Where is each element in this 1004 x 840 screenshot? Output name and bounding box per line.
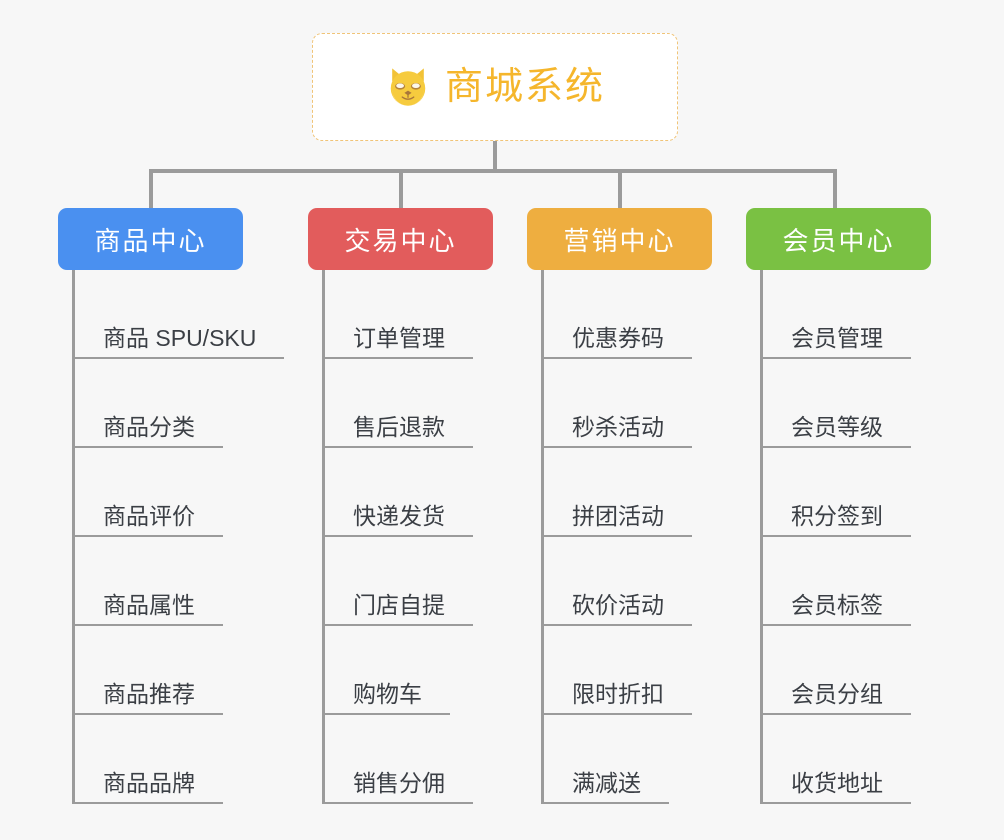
list-item[interactable]: 会员分组 xyxy=(763,626,931,715)
leaf-list-trade-center: 订单管理 售后退款 快递发货 门店自提 购物车 销售分佣 xyxy=(322,270,493,804)
leaf-label: 优惠券码 xyxy=(544,325,692,359)
leaf-label: 会员管理 xyxy=(763,325,911,359)
category-label-marketing-center: 营销中心 xyxy=(563,225,676,256)
list-item[interactable]: 快递发货 xyxy=(325,448,493,537)
leaf-label: 限时折扣 xyxy=(544,681,692,715)
list-item[interactable]: 订单管理 xyxy=(325,270,493,359)
leaf-label: 售后退款 xyxy=(325,414,473,448)
list-item[interactable]: 满减送 xyxy=(544,715,712,804)
leaf-label: 订单管理 xyxy=(325,325,473,359)
connector-root-stub xyxy=(493,141,497,171)
leaf-label: 砍价活动 xyxy=(544,592,692,626)
leaf-label: 商品推荐 xyxy=(75,681,223,715)
leaf-list-marketing-center: 优惠券码 秒杀活动 拼团活动 砍价活动 限时折扣 满减送 xyxy=(541,270,712,804)
leaf-label: 收货地址 xyxy=(763,770,911,804)
list-item[interactable]: 拼团活动 xyxy=(544,448,712,537)
category-label-trade-center: 交易中心 xyxy=(344,225,457,256)
list-item[interactable]: 门店自提 xyxy=(325,537,493,626)
leaf-label: 会员等级 xyxy=(763,414,911,448)
list-item[interactable]: 购物车 xyxy=(325,626,493,715)
leaf-label: 商品品牌 xyxy=(75,770,223,804)
root-node[interactable]: 商城系统 xyxy=(312,33,678,141)
leaf-label: 购物车 xyxy=(325,681,450,715)
list-item[interactable]: 商品评价 xyxy=(75,448,243,537)
leaf-label: 会员分组 xyxy=(763,681,911,715)
leaf-label: 积分签到 xyxy=(763,503,911,537)
leaf-label: 商品评价 xyxy=(75,503,223,537)
branch-trade-center: 交易中心 订单管理 售后退款 快递发货 门店自提 购物车 销售分佣 xyxy=(308,208,493,804)
leaf-label: 商品 SPU/SKU xyxy=(75,325,285,359)
leaf-label: 商品属性 xyxy=(75,592,223,626)
connector-drop-trade-center xyxy=(399,169,403,211)
category-box-member-center[interactable]: 会员中心 xyxy=(746,208,931,270)
leaf-label: 快递发货 xyxy=(325,503,473,537)
list-item[interactable]: 会员管理 xyxy=(763,270,931,359)
list-item[interactable]: 会员标签 xyxy=(763,537,931,626)
list-item[interactable]: 售后退款 xyxy=(325,359,493,448)
leaf-list-product-center: 商品 SPU/SKU 商品分类 商品评价 商品属性 商品推荐 商品品牌 xyxy=(72,270,285,804)
connector-horizontal-bar xyxy=(149,169,835,173)
root-label: 商城系统 xyxy=(444,66,605,108)
leaf-label: 销售分佣 xyxy=(325,770,473,804)
list-item[interactable]: 商品品牌 xyxy=(75,715,243,804)
list-item[interactable]: 收货地址 xyxy=(763,715,931,804)
category-box-trade-center[interactable]: 交易中心 xyxy=(308,208,493,270)
category-box-marketing-center[interactable]: 营销中心 xyxy=(527,208,712,270)
branch-product-center: 商品中心 商品 SPU/SKU 商品分类 商品评价 商品属性 商品推荐 商品品牌 xyxy=(58,208,285,804)
list-item[interactable]: 积分签到 xyxy=(763,448,931,537)
list-item[interactable]: 商品 SPU/SKU xyxy=(75,270,285,359)
list-item[interactable]: 优惠券码 xyxy=(544,270,712,359)
category-label-product-center: 商品中心 xyxy=(94,225,207,256)
list-item[interactable]: 砍价活动 xyxy=(544,537,712,626)
list-item[interactable]: 商品分类 xyxy=(75,359,243,448)
list-item[interactable]: 会员等级 xyxy=(763,359,931,448)
leaf-label: 拼团活动 xyxy=(544,503,692,537)
category-label-member-center: 会员中心 xyxy=(782,225,895,256)
list-item[interactable]: 商品属性 xyxy=(75,537,243,626)
leaf-list-member-center: 会员管理 会员等级 积分签到 会员标签 会员分组 收货地址 xyxy=(760,270,931,804)
leaf-label: 门店自提 xyxy=(325,592,473,626)
leaf-label: 满减送 xyxy=(544,770,669,804)
leaf-label: 秒杀活动 xyxy=(544,414,692,448)
connector-drop-member-center xyxy=(833,169,837,211)
branch-marketing-center: 营销中心 优惠券码 秒杀活动 拼团活动 砍价活动 限时折扣 满减送 xyxy=(527,208,712,804)
list-item[interactable]: 秒杀活动 xyxy=(544,359,712,448)
category-box-product-center[interactable]: 商品中心 xyxy=(58,208,243,270)
leaf-label: 会员标签 xyxy=(763,592,911,626)
leaf-label: 商品分类 xyxy=(75,414,223,448)
connector-drop-marketing-center xyxy=(618,169,622,211)
branch-member-center: 会员中心 会员管理 会员等级 积分签到 会员标签 会员分组 收货地址 xyxy=(746,208,931,804)
list-item[interactable]: 限时折扣 xyxy=(544,626,712,715)
list-item[interactable]: 商品推荐 xyxy=(75,626,243,715)
connector-drop-product-center xyxy=(149,169,153,211)
shiba-dog-face-icon xyxy=(390,68,426,109)
list-item[interactable]: 销售分佣 xyxy=(325,715,493,804)
